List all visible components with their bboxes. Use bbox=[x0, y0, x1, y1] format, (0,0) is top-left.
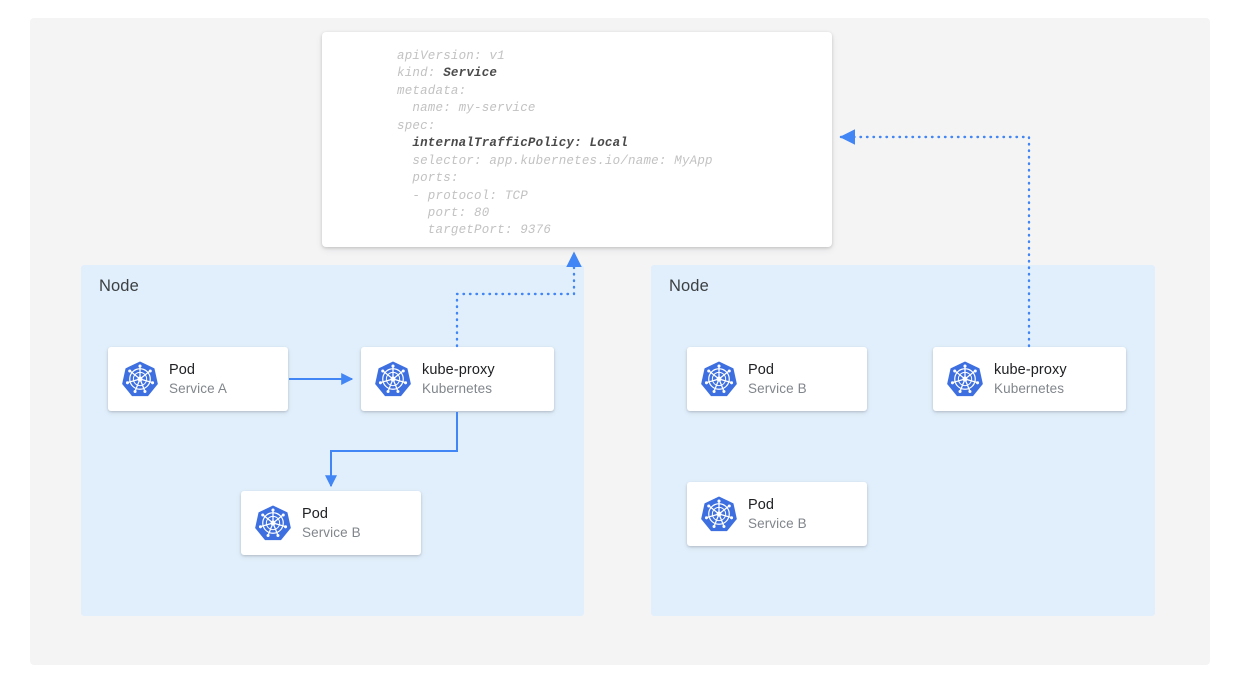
yaml-line: port: 80 bbox=[397, 205, 490, 220]
card-subtitle: Service B bbox=[748, 380, 807, 396]
card-title: kube-proxy bbox=[994, 361, 1067, 378]
yaml-line: name: my-service bbox=[397, 101, 536, 116]
node-panel-left: Node bbox=[81, 265, 584, 616]
card-title: Pod bbox=[748, 496, 775, 513]
kubernetes-icon bbox=[701, 496, 737, 532]
card-pod-service-a[interactable]: Pod Service A bbox=[108, 347, 288, 411]
card-pod-service-b-left[interactable]: Pod Service B bbox=[241, 491, 421, 555]
card-subtitle: Service B bbox=[748, 515, 807, 531]
yaml-line: spec: bbox=[397, 118, 436, 133]
card-subtitle: Service B bbox=[302, 524, 361, 540]
service-yaml-card: apiVersion: v1 kind: Service metadata: nam… bbox=[322, 32, 832, 247]
node-panel-right: Node bbox=[651, 265, 1155, 616]
diagram-canvas: apiVersion: v1 kind: Service metadata: nam… bbox=[30, 18, 1210, 665]
card-text: Pod Service B bbox=[748, 361, 807, 398]
kubernetes-icon bbox=[122, 361, 158, 397]
card-kube-proxy-right[interactable]: kube-proxy Kubernetes bbox=[933, 347, 1126, 411]
card-text: kube-proxy Kubernetes bbox=[422, 361, 495, 398]
card-subtitle: Kubernetes bbox=[422, 380, 493, 396]
card-title: Pod bbox=[748, 361, 775, 378]
kubernetes-icon bbox=[947, 361, 983, 397]
card-title: Pod bbox=[169, 361, 196, 378]
card-text: Pod Service A bbox=[169, 361, 227, 398]
yaml-line: kind: Service bbox=[397, 66, 498, 81]
yaml-emphasis: internalTrafficPolicy: Local bbox=[412, 136, 629, 151]
card-subtitle: Kubernetes bbox=[994, 380, 1065, 396]
card-text: Pod Service B bbox=[748, 496, 807, 533]
yaml-line: apiVersion: v1 bbox=[397, 49, 505, 63]
yaml-line: ports: bbox=[397, 171, 459, 186]
card-pod-service-b-right-bottom[interactable]: Pod Service B bbox=[687, 482, 867, 546]
yaml-line: targetPort: 9376 bbox=[397, 223, 552, 238]
yaml-emphasis: Service bbox=[443, 66, 498, 81]
card-text: kube-proxy Kubernetes bbox=[994, 361, 1067, 398]
card-title: Pod bbox=[302, 505, 329, 522]
node-label-left: Node bbox=[99, 277, 139, 295]
kubernetes-icon bbox=[255, 505, 291, 541]
service-yaml-text: apiVersion: v1 kind: Service metadata: nam… bbox=[397, 48, 713, 240]
yaml-line: internalTrafficPolicy: Local bbox=[397, 135, 713, 152]
card-text: Pod Service B bbox=[302, 505, 361, 542]
yaml-line: metadata: bbox=[397, 83, 467, 98]
card-title: kube-proxy bbox=[422, 361, 495, 378]
card-subtitle: Service A bbox=[169, 380, 227, 396]
yaml-line: - protocol: TCP bbox=[397, 188, 528, 203]
card-pod-service-b-right-top[interactable]: Pod Service B bbox=[687, 347, 867, 411]
card-kube-proxy-left[interactable]: kube-proxy Kubernetes bbox=[361, 347, 554, 411]
kubernetes-icon bbox=[375, 361, 411, 397]
kubernetes-icon bbox=[701, 361, 737, 397]
node-label-right: Node bbox=[669, 277, 709, 295]
yaml-line: selector: app.kubernetes.io/name: MyApp bbox=[397, 153, 713, 168]
